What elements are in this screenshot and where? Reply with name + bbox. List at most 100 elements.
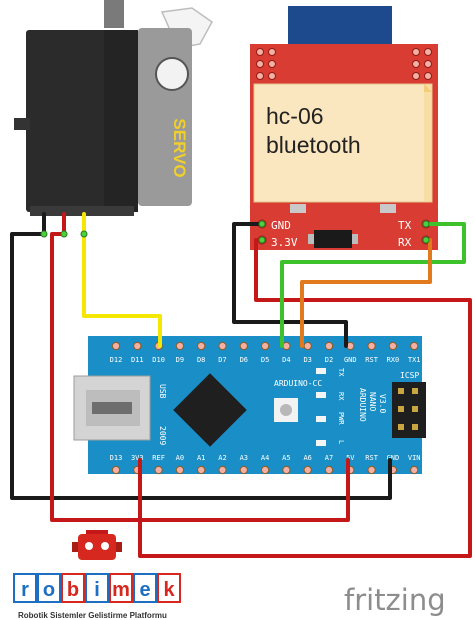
nano-year-label: 2009	[158, 426, 167, 445]
nano-bottom-pin-a3	[239, 465, 248, 475]
nano-top-pin-label-d2: D2	[325, 356, 333, 364]
nano-top-pin-label-d7: D7	[218, 356, 226, 364]
nano-top-pin-label-tx1: TX1	[408, 356, 421, 364]
nano-bottom-pin-label-rst: RST	[365, 454, 378, 462]
bt-pin-tx-label: TX	[398, 219, 412, 232]
nano-top-pin-rst	[367, 341, 376, 351]
nano-bottom-pin-label-d13: D13	[110, 454, 123, 462]
robot-mascot-icon	[72, 530, 122, 560]
nano-model-line1: ARDUINO	[358, 388, 367, 422]
nano-bottom-pin-label-ref: REF	[152, 454, 165, 462]
robimek-letter: k	[163, 579, 175, 601]
nano-bottom-pin-a0	[175, 465, 184, 475]
nano-bottom-pin-label-a5: A5	[282, 454, 290, 462]
robimek-letter-box	[61, 573, 85, 603]
nano-bottom-pin-label-a4: A4	[261, 454, 269, 462]
bluetooth-note-line1: hc-06	[266, 103, 324, 129]
nano-bottom-pin-ref	[154, 465, 163, 475]
servo-motor: SERVO	[14, 0, 213, 216]
nano-bottom-pin-label-a3: A3	[240, 454, 248, 462]
wire-bt-rx	[300, 238, 432, 348]
nano-bottom-pin-vin	[410, 465, 419, 475]
nano-top-pin-label-rx0: RX0	[387, 356, 400, 364]
nano-top-pin-d6	[239, 341, 248, 351]
nano-model-line3: V3.0	[378, 394, 387, 413]
nano-bottom-pin-a2	[218, 465, 227, 475]
wire-bt-gnd	[232, 222, 348, 348]
bt-pin-vcc-label: 3.3V	[271, 236, 298, 249]
servo-label: SERVO	[170, 118, 189, 177]
wire-servo-signal	[82, 232, 162, 348]
nano-top-pin-tx1	[410, 341, 419, 351]
nano-bottom-pin-a4	[261, 465, 270, 475]
wire-bt-vcc	[138, 238, 472, 558]
nano-top-pin-d3	[303, 341, 312, 351]
fritzing-wordmark: fritzing	[344, 583, 446, 617]
nano-led-rx-label: RX	[337, 392, 345, 401]
nano-bottom-pin-label-vin: VIN	[408, 454, 421, 462]
nano-top-pin-label-d6: D6	[240, 356, 248, 364]
robimek-letter: o	[43, 579, 55, 601]
nano-top-pin-d12	[111, 341, 121, 351]
nano-bottom-pin-row: D13 3V3 REF A0 A1 A2 A3 A4 A5 A6 A7 5V RST GND VIN	[110, 454, 421, 475]
nano-top-pin-label-d12: D12	[110, 356, 123, 364]
nano-bottom-pin-label-a1: A1	[197, 454, 205, 462]
wire-servo-gnd	[10, 232, 392, 500]
nano-top-pin-d7	[218, 341, 227, 351]
robimek-letter-box	[85, 573, 109, 603]
nano-bottom-pin-a6	[303, 465, 312, 475]
robimek-letter-box	[13, 573, 37, 603]
nano-brand-label: ARDUINO-CC	[274, 379, 322, 388]
nano-led-tx-label: TX	[337, 368, 345, 377]
wire-bt-tx	[280, 222, 466, 348]
robimek-letter: b	[67, 579, 79, 601]
bluetooth-note-line2: bluetooth	[266, 132, 361, 158]
nano-bottom-pin-a5	[282, 465, 291, 475]
nano-usb-label: USB	[158, 384, 167, 399]
nano-top-pin-rx0	[388, 341, 397, 351]
nano-top-pin-d11	[133, 341, 142, 351]
nano-bottom-pin-label-a0: A0	[176, 454, 184, 462]
nano-top-pin-label-d8: D8	[197, 356, 205, 364]
nano-top-pin-label-d3: D3	[303, 356, 311, 364]
nano-bottom-pin-label-a7: A7	[325, 454, 333, 462]
nano-bottom-pin-label-a2: A2	[218, 454, 226, 462]
robimek-letter: i	[94, 579, 100, 601]
nano-top-pin-label-d4: D4	[282, 356, 290, 364]
nano-top-pin-label-rst: RST	[365, 356, 378, 364]
robimek-letter-box	[133, 573, 157, 603]
nano-bottom-pin-rst	[367, 465, 376, 475]
nano-bottom-pin-d13	[111, 465, 121, 475]
wires	[10, 212, 472, 558]
robimek-letter-box	[157, 573, 181, 603]
nano-bottom-pin-label-a6: A6	[303, 454, 311, 462]
nano-top-pin-label-d10: D10	[152, 356, 165, 364]
wire-servo-vcc	[50, 232, 350, 522]
robimek-tagline: Robotik Sistemler Gelistirme Platformu	[18, 611, 167, 620]
nano-top-pin-label-d9: D9	[176, 356, 184, 364]
nano-icsp-label: ICSP	[400, 371, 419, 380]
nano-top-pin-d5	[261, 341, 270, 351]
robimek-letter: r	[21, 579, 29, 601]
nano-top-pin-d2	[324, 341, 334, 351]
nano-model-line2: NANO	[368, 392, 377, 411]
robimek-letter: e	[139, 579, 150, 601]
nano-bottom-pin-label-3v3: 3V3	[131, 454, 144, 462]
nano-bottom-pin-a7	[324, 465, 334, 475]
nano-led-pwr-label: PWR	[337, 412, 345, 425]
bt-pin-rx-label: RX	[398, 236, 412, 249]
nano-top-pin-label-gnd: GND	[344, 356, 357, 364]
nano-top-pin-d9	[175, 341, 184, 351]
nano-top-pin-d8	[197, 341, 206, 351]
nano-top-pin-label-d5: D5	[261, 356, 269, 364]
robimek-letter-box	[37, 573, 61, 603]
bluetooth-module: hc-06 bluetooth GND 3.3V TX RX	[250, 6, 438, 250]
nano-bottom-pin-a1	[197, 465, 206, 475]
nano-bottom-pin-label-5v: 5V	[346, 454, 355, 462]
robimek-letter: m	[112, 579, 130, 601]
nano-bottom-pin-label-gnd: GND	[387, 454, 400, 462]
